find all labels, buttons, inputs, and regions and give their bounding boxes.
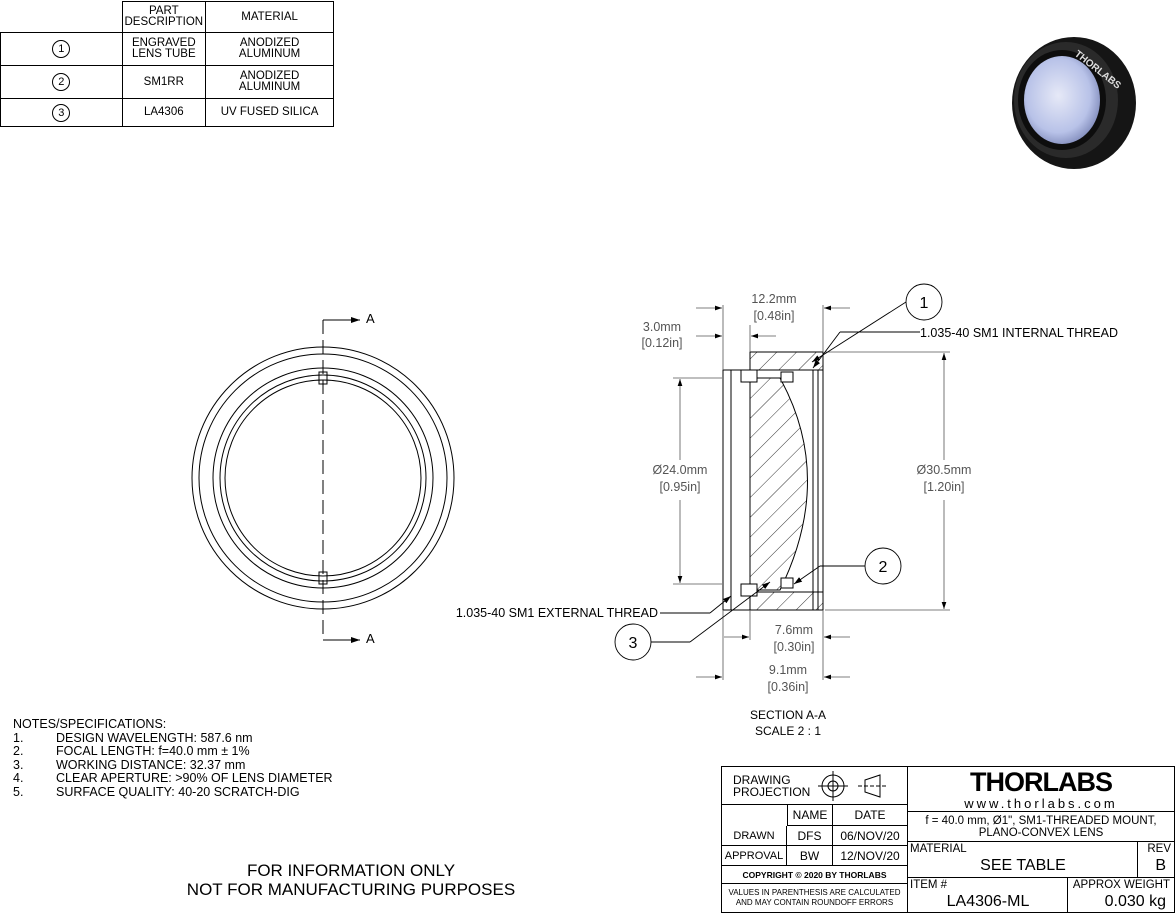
name-header: NAME bbox=[787, 805, 833, 826]
disclaimer-line-2: NOT FOR MANUFACTURING PURPOSES bbox=[186, 879, 516, 899]
section-marker-top: A bbox=[366, 311, 375, 326]
dim-76-in: [0.30in] bbox=[773, 640, 814, 654]
note-item: 5.SURFACE QUALITY: 40-20 SCRATCH-DIG bbox=[13, 784, 300, 799]
material-value: SEE TABLE bbox=[980, 857, 1066, 874]
dim-flange-mm: 3.0mm bbox=[643, 320, 681, 334]
dim-length-in: [0.48in] bbox=[753, 309, 794, 323]
note-item: 1.DESIGN WAVELENGTH: 587.6 nm bbox=[13, 730, 253, 745]
item-cell: ITEM # LA4306-ML bbox=[908, 878, 1068, 912]
weight-value: 0.030 kg bbox=[1104, 893, 1166, 910]
callout-2-number: 2 bbox=[879, 559, 888, 576]
section-scale: SCALE 2 : 1 bbox=[755, 724, 821, 738]
material-cell: MATERIAL SEE TABLE bbox=[908, 842, 1138, 878]
part-description: LA4306 bbox=[143, 106, 184, 118]
section-line bbox=[322, 317, 360, 643]
disclaimer: FOR INFORMATION ONLY NOT FOR MANUFACTURI… bbox=[186, 861, 516, 899]
item-label: ITEM # bbox=[910, 879, 948, 891]
rev-cell: REV B bbox=[1138, 842, 1174, 878]
drawn-label: DRAWN bbox=[722, 826, 787, 846]
thorlabs-logo: THORLABS bbox=[970, 766, 1113, 797]
copyright: COPYRIGHT © 2020 BY THORLABS bbox=[722, 866, 908, 884]
drawn-name: DFS bbox=[787, 826, 833, 846]
dim-outer-dia-in: [1.20in] bbox=[923, 480, 964, 494]
section-marker-bottom: A bbox=[366, 631, 375, 646]
section-title: SECTION A-A bbox=[750, 708, 826, 722]
rev-value: B bbox=[1155, 857, 1166, 874]
part-description-title: f = 40.0 mm, Ø1", SM1-THREADED MOUNT,PLA… bbox=[908, 812, 1174, 842]
callout-leaders bbox=[614, 283, 943, 661]
dim-flange-in: [0.12in] bbox=[641, 336, 682, 350]
approval-label: APPROVAL bbox=[722, 846, 787, 866]
approval-date: 12/NOV/20 bbox=[833, 846, 908, 866]
dim-91-in: [0.36in] bbox=[767, 680, 808, 694]
date-header: DATE bbox=[833, 805, 908, 826]
disclaimer-line-1: FOR INFORMATION ONLY bbox=[246, 861, 456, 880]
parts-header-material: MATERIAL bbox=[205, 1, 335, 33]
note-item: 2.FOCAL LENGTH: f=40.0 mm ± 1% bbox=[13, 744, 250, 759]
weight-label: APPROX WEIGHT bbox=[1072, 879, 1170, 891]
note-item: 4.CLEAR APERTURE: >90% OF LENS DIAMETER bbox=[13, 771, 333, 786]
item-bubble: 2 bbox=[52, 73, 71, 91]
weight-cell: APPROX WEIGHT 0.030 kg bbox=[1068, 878, 1174, 912]
internal-thread-label: 1.035-40 SM1 INTERNAL THREAD bbox=[920, 326, 1118, 340]
product-photo: THORLABS bbox=[1012, 37, 1136, 169]
projection-symbol-icon bbox=[818, 771, 886, 801]
dim-outer-dia-mm: Ø30.5mm bbox=[917, 463, 972, 477]
part-description: SM1RR bbox=[143, 75, 184, 88]
part-material: UV FUSED SILICA bbox=[220, 106, 319, 118]
rev-label: REV bbox=[1147, 843, 1171, 855]
callout-3-number: 3 bbox=[629, 635, 638, 652]
approval-name: BW bbox=[787, 846, 833, 866]
note-item: 3.WORKING DISTANCE: 32.37 mm bbox=[13, 757, 246, 772]
table-row: 3 LA4306 UV FUSED SILICA bbox=[0, 98, 335, 127]
notes-title: NOTES/SPECIFICATIONS: bbox=[13, 717, 167, 731]
callout-1-number: 1 bbox=[920, 295, 929, 312]
item-value: LA4306-ML bbox=[946, 893, 1030, 910]
dim-76-mm: 7.6mm bbox=[775, 623, 813, 637]
item-bubble: 1 bbox=[52, 40, 71, 58]
dim-inner-dia-mm: Ø24.0mm bbox=[653, 463, 708, 477]
notes-specifications: NOTES/SPECIFICATIONS: 1.DESIGN WAVELENGT… bbox=[13, 717, 333, 800]
website: www.thorlabs.com bbox=[908, 795, 1174, 812]
dim-inner-dia-in: [0.95in] bbox=[659, 480, 700, 494]
dim-91-mm: 9.1mm bbox=[769, 663, 807, 677]
drawn-date: 06/NOV/20 bbox=[833, 826, 908, 846]
section-view bbox=[722, 351, 824, 611]
item-bubble: 3 bbox=[52, 103, 71, 122]
external-thread-label: 1.035-40 SM1 EXTERNAL THREAD bbox=[456, 606, 658, 620]
dimension-lines bbox=[673, 305, 950, 680]
dim-length-mm: 12.2mm bbox=[751, 292, 796, 306]
material-label: MATERIAL bbox=[910, 843, 967, 855]
